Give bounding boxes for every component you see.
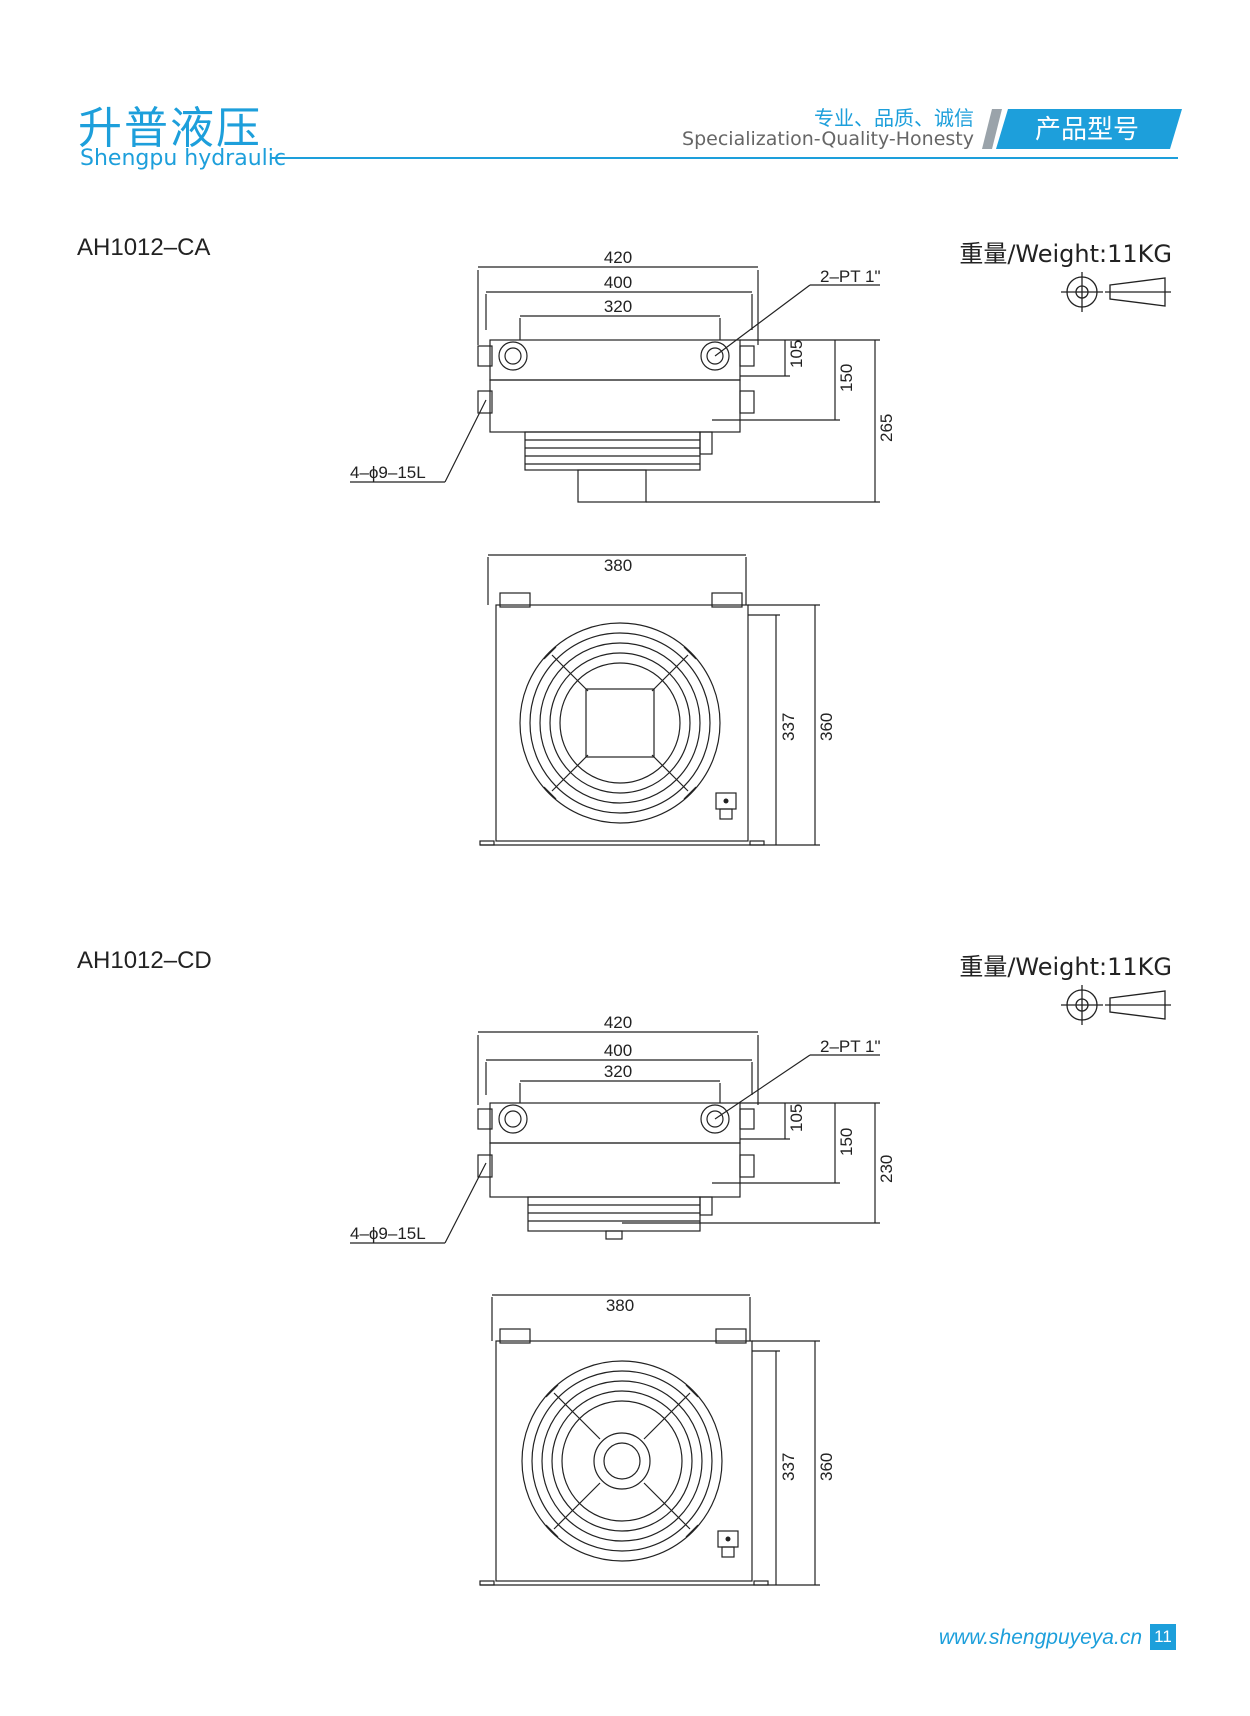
weight-label: 重量/Weight:11KG [959, 953, 1172, 981]
brand-name-cn: 升普液压 [78, 103, 262, 154]
projection-symbol [1061, 272, 1171, 312]
website-url: www.shengpuyeya.cn [938, 1626, 1142, 1649]
tagline-cn: 专业、品质、诚信 [814, 106, 974, 130]
header-rule [270, 157, 1178, 159]
top-view-drawing: 420 400 320 2–PT 1" 4–ϕ9–15L 105 150 265 [350, 250, 896, 503]
front-view-drawing: 380 337 360 [479, 554, 836, 846]
dim-height-total: 230 [877, 1155, 896, 1183]
model-number: AH1012–CD [77, 947, 212, 974]
dim-height-105: 105 [787, 1104, 806, 1132]
mount-hole-callout: 4–ϕ9–15L [350, 1224, 426, 1243]
dim-front-height-360: 360 [817, 1453, 836, 1481]
dim-width-320: 320 [604, 1062, 632, 1081]
dim-height-150: 150 [837, 364, 856, 392]
category-label: 产品型号 [1035, 115, 1139, 145]
dim-front-width: 380 [604, 556, 632, 575]
model-number: AH1012–CA [77, 234, 211, 261]
top-view-drawing: 420 400 320 2–PT 1" 4–ϕ9–15L 105 150 230 [350, 1015, 896, 1244]
dim-front-height-337: 337 [779, 713, 798, 741]
mount-hole-callout: 4–ϕ9–15L [350, 463, 426, 482]
page-number: 11 [1150, 1624, 1176, 1650]
dim-height-150: 150 [837, 1128, 856, 1156]
brand-name-en: Shengpu hydraulic [80, 146, 286, 171]
dim-front-width: 380 [606, 1296, 634, 1315]
port-callout: 2–PT 1" [820, 1037, 881, 1056]
dim-width-400: 400 [604, 1041, 632, 1060]
dim-width-420: 420 [604, 1015, 632, 1032]
port-callout: 2–PT 1" [820, 267, 881, 286]
category-banner: 产品型号 [982, 109, 1182, 149]
dim-front-height-337: 337 [779, 1453, 798, 1481]
projection-symbol [1061, 985, 1171, 1025]
weight-label: 重量/Weight:11KG [959, 240, 1172, 268]
dim-front-height-360: 360 [817, 713, 836, 741]
dim-width-420: 420 [604, 250, 632, 267]
dim-height-total: 265 [877, 414, 896, 442]
tagline-en: Specialization-Quality-Honesty [682, 128, 974, 150]
dim-height-105: 105 [787, 340, 806, 368]
dim-width-320: 320 [604, 297, 632, 316]
dim-width-400: 400 [604, 273, 632, 292]
front-view-drawing: 380 337 360 [479, 1294, 836, 1586]
